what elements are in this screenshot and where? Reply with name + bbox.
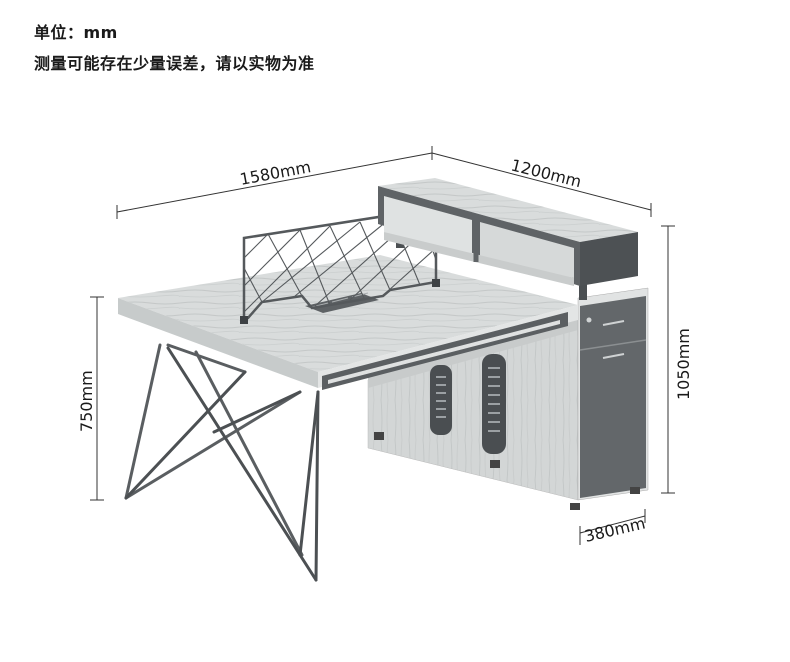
lock-icon: [586, 317, 592, 323]
depth-label: 1200mm: [509, 155, 583, 191]
disclaimer-note: 测量可能存在少量误差，请以实物为准: [34, 54, 315, 73]
total-height-dimension: 1050mm: [661, 225, 693, 494]
cabinet-depth-label: 380mm: [583, 514, 647, 546]
total-height-label: 1050mm: [674, 328, 693, 400]
cable-manager-left: [430, 365, 452, 435]
drawer-handle-top: [602, 320, 625, 326]
cabinet-depth-dimension: 380mm: [579, 509, 647, 546]
unit-label: 单位：mm: [34, 23, 118, 42]
table-height-label: 750mm: [77, 370, 96, 432]
table-height-dimension: 750mm: [77, 296, 104, 501]
desktop: [118, 255, 578, 390]
drawer-handle-bottom: [602, 353, 625, 359]
hutch-shelf: [378, 178, 638, 286]
cable-manager-right: [482, 354, 506, 454]
width-label: 1580mm: [238, 157, 312, 189]
desk-drawing: [118, 178, 649, 582]
